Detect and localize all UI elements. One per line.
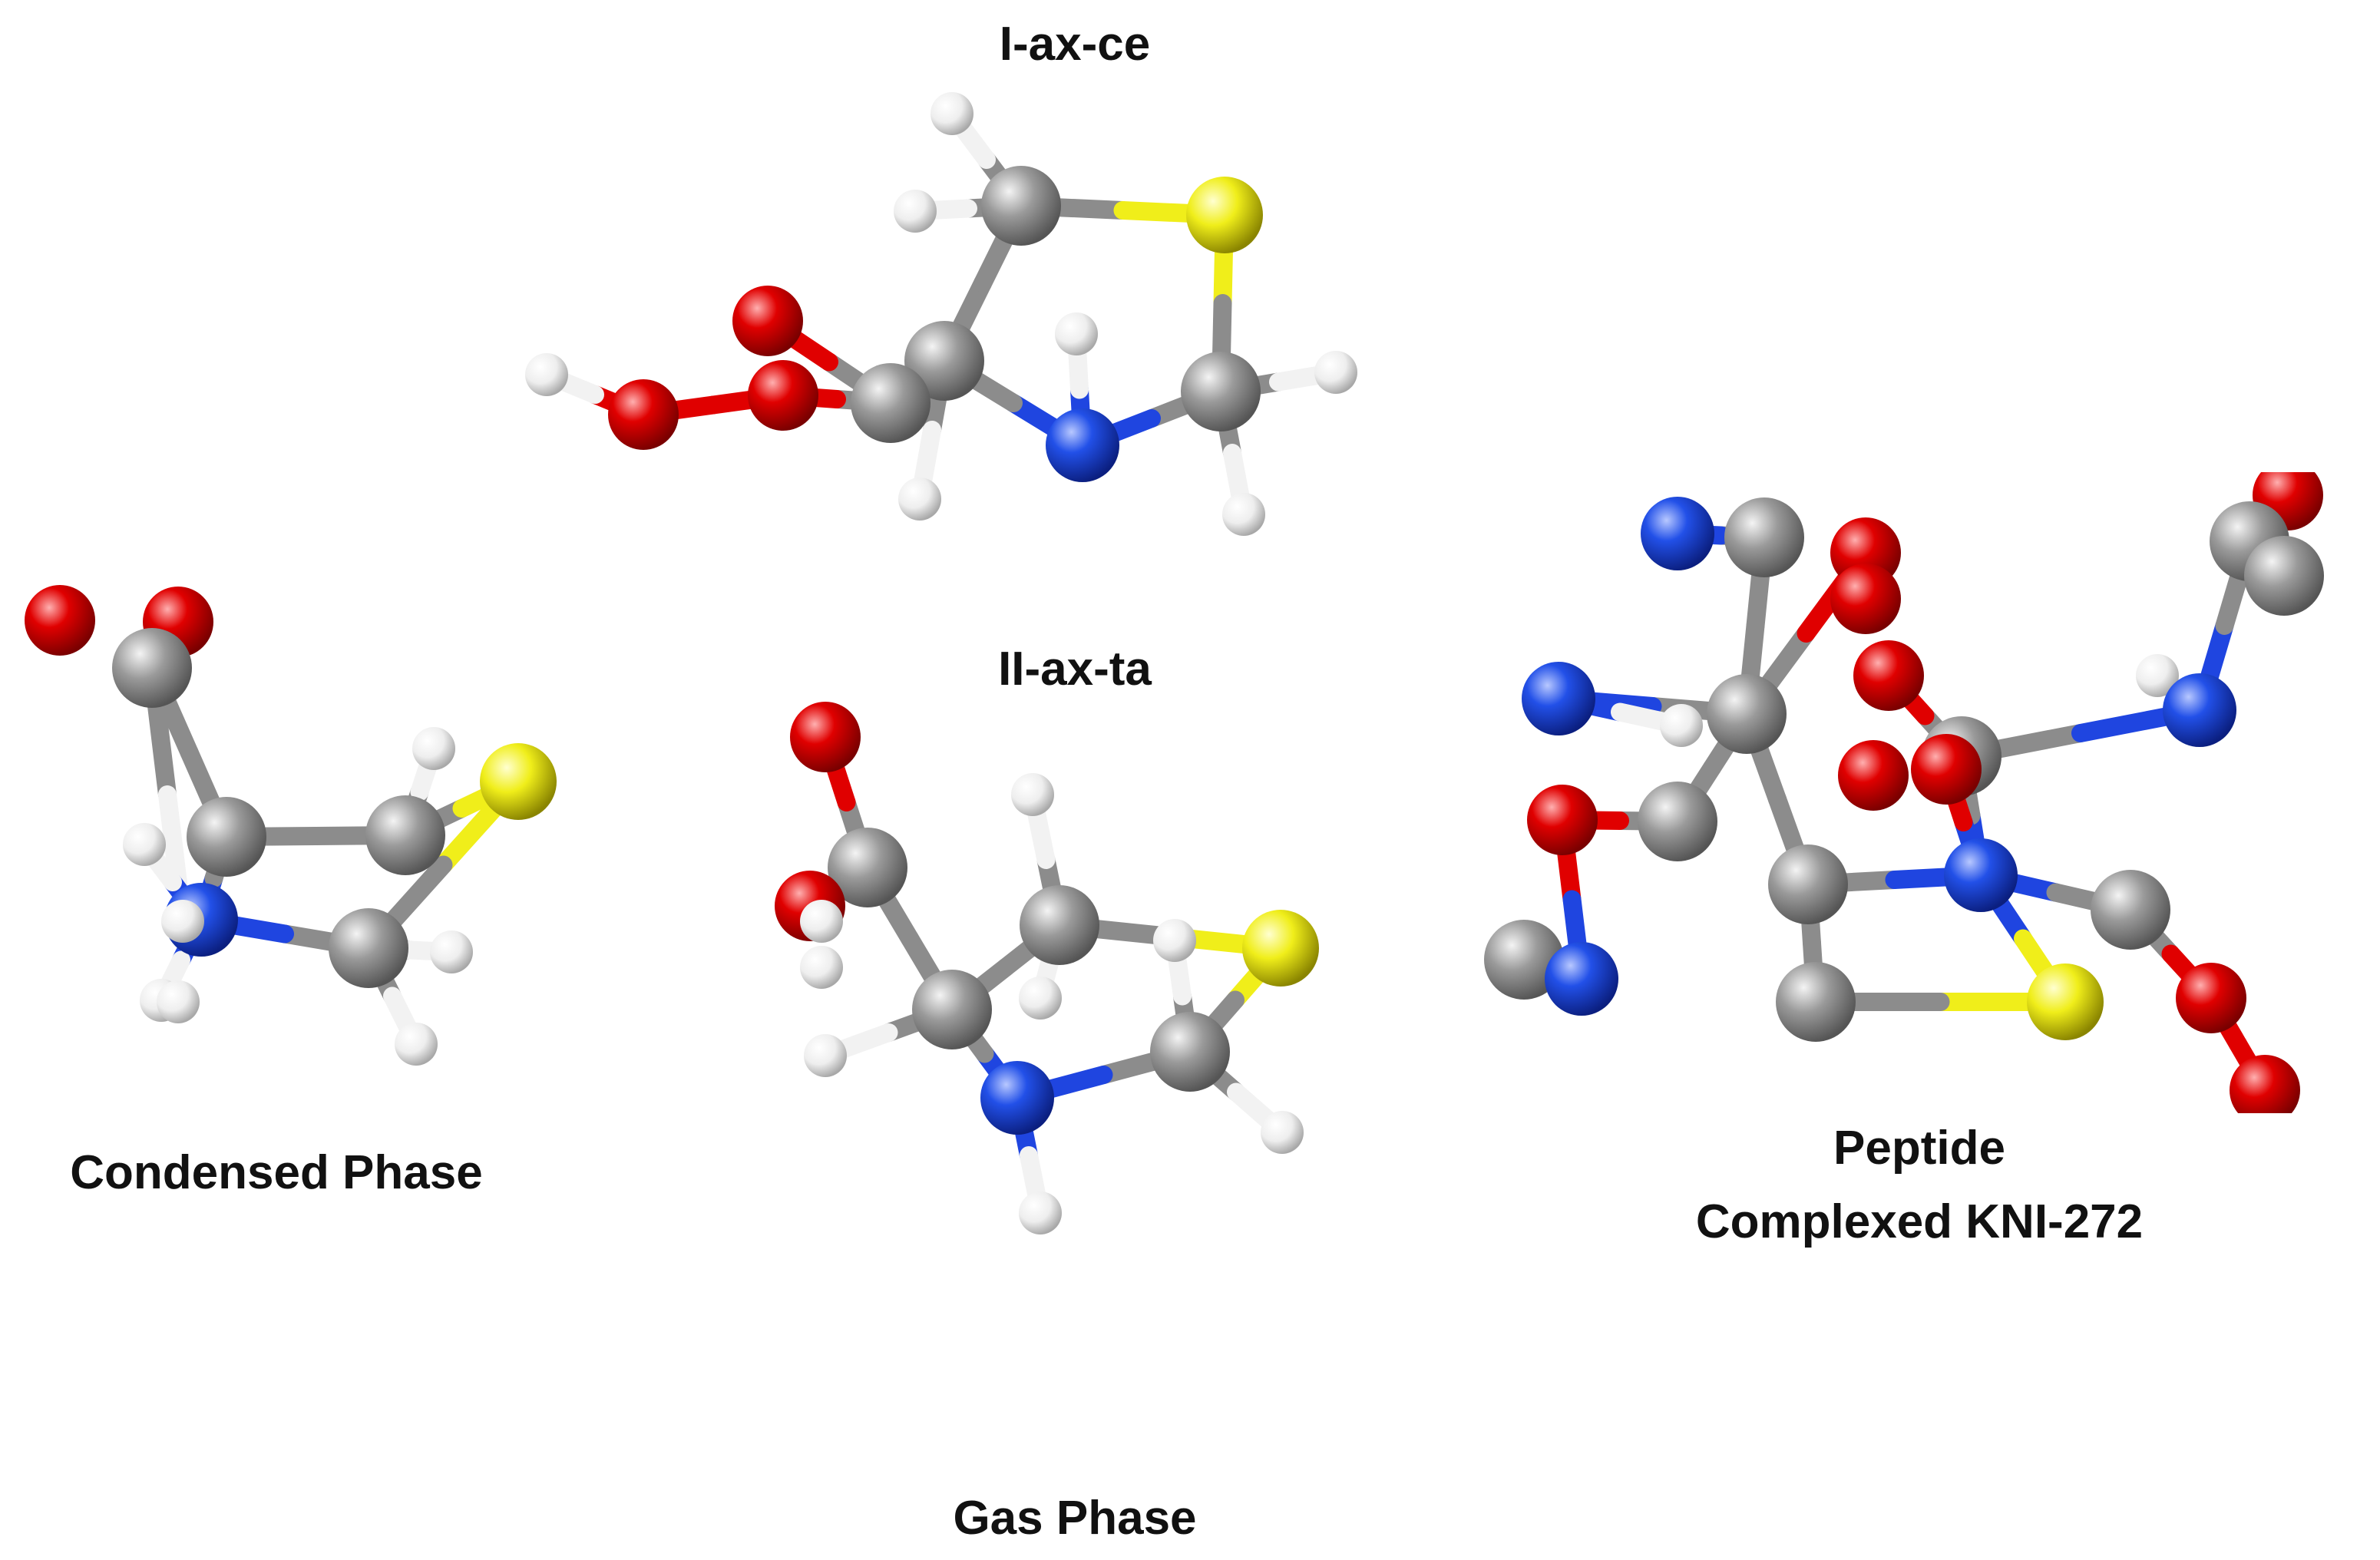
- atom-carbon: [1707, 674, 1787, 754]
- atom-carbon: [1638, 782, 1717, 861]
- atom-carbon: [112, 628, 192, 708]
- atom-oxygen: [1838, 740, 1909, 811]
- atom-hydrogen: [804, 1034, 847, 1077]
- atom-hydrogen: [1660, 704, 1703, 747]
- atom-oxygen: [1911, 734, 1982, 805]
- atom-carbon: [912, 970, 992, 1049]
- atom-carbon: [1484, 920, 1564, 1000]
- atom-hydrogen: [430, 930, 473, 973]
- atom-carbon: [1181, 352, 1261, 431]
- atom-carbon: [2244, 536, 2324, 616]
- atom-hydrogen: [894, 190, 937, 233]
- atom-carbon: [187, 797, 266, 877]
- atom-carbon: [904, 321, 984, 401]
- gas-phase-label: Gas Phase: [953, 1492, 1197, 1545]
- molecule-ii-ax-ta: [775, 702, 1319, 1234]
- atom-carbon: [1020, 885, 1099, 965]
- atom-sulfur: [480, 743, 557, 820]
- atom-carbon: [1724, 497, 1804, 577]
- atom-hydrogen: [1055, 312, 1098, 355]
- peptide-label-line2: Complexed KNI-272: [1695, 1195, 2144, 1249]
- atom-oxygen: [790, 702, 861, 772]
- atom-hydrogen: [800, 900, 843, 943]
- condensed-phase-label: Condensed Phase: [70, 1146, 483, 1199]
- atom-hydrogen: [161, 900, 204, 943]
- atom-nitrogen: [980, 1061, 1054, 1135]
- atom-hydrogen: [931, 92, 973, 135]
- molecule-peptide-complex: [1484, 472, 2324, 1113]
- atom-carbon: [981, 166, 1061, 246]
- atom-carbon: [1150, 1012, 1230, 1092]
- atom-hydrogen: [1153, 919, 1196, 962]
- atom-sulfur: [1242, 910, 1319, 987]
- atom-carbon: [365, 795, 445, 875]
- atom-hydrogen: [1261, 1111, 1304, 1154]
- atom-oxygen: [1527, 785, 1598, 855]
- atom-oxygen: [748, 360, 818, 431]
- atom-hydrogen: [525, 353, 568, 396]
- atom-hydrogen: [898, 478, 941, 521]
- atom-nitrogen: [1545, 942, 1618, 1016]
- atom-oxygen: [608, 379, 679, 450]
- atom-carbon: [851, 363, 931, 443]
- atom-oxygen: [732, 286, 803, 356]
- atom-oxygen: [2176, 963, 2246, 1033]
- atom-oxygen: [2230, 1055, 2300, 1113]
- atom-carbon: [2091, 870, 2170, 950]
- atom-nitrogen: [1046, 408, 1119, 482]
- atom-nitrogen: [1944, 838, 2018, 912]
- atom-oxygen: [1830, 564, 1901, 634]
- conformer-label-ii-ax-ta: II-ax-ta: [998, 643, 1152, 696]
- atom-nitrogen: [1522, 662, 1595, 735]
- atom-carbon: [828, 828, 907, 907]
- atom-sulfur: [1186, 177, 1263, 253]
- atom-nitrogen: [2163, 673, 2236, 747]
- atom-hydrogen: [2136, 654, 2179, 697]
- atom-carbon: [1776, 962, 1856, 1042]
- conformer-label-i-ax-ce: I-ax-ce: [999, 18, 1151, 71]
- peptide-label-line1: Peptide: [1833, 1122, 2005, 1175]
- peptide-complex-label: Peptide Complexed KNI-272: [1566, 1112, 2273, 1259]
- atom-nitrogen: [1641, 497, 1714, 570]
- atom-hydrogen: [157, 980, 200, 1023]
- atom-carbon: [1768, 844, 1848, 924]
- atom-hydrogen: [395, 1023, 438, 1066]
- atom-oxygen: [1853, 640, 1924, 711]
- atom-oxygen: [25, 585, 95, 656]
- molecule-i-ax-ce: [525, 92, 1357, 536]
- atom-hydrogen: [1019, 977, 1062, 1020]
- atom-hydrogen: [412, 727, 455, 770]
- atom-hydrogen: [1222, 493, 1265, 536]
- atom-sulfur: [2027, 963, 2104, 1040]
- atom-hydrogen: [123, 823, 166, 866]
- molecule-condensed-phase: [25, 585, 557, 1066]
- atom-hydrogen: [1011, 773, 1054, 816]
- atom-hydrogen: [800, 946, 843, 989]
- atom-hydrogen: [1019, 1191, 1062, 1234]
- atom-carbon: [329, 908, 408, 988]
- atom-hydrogen: [1314, 351, 1357, 394]
